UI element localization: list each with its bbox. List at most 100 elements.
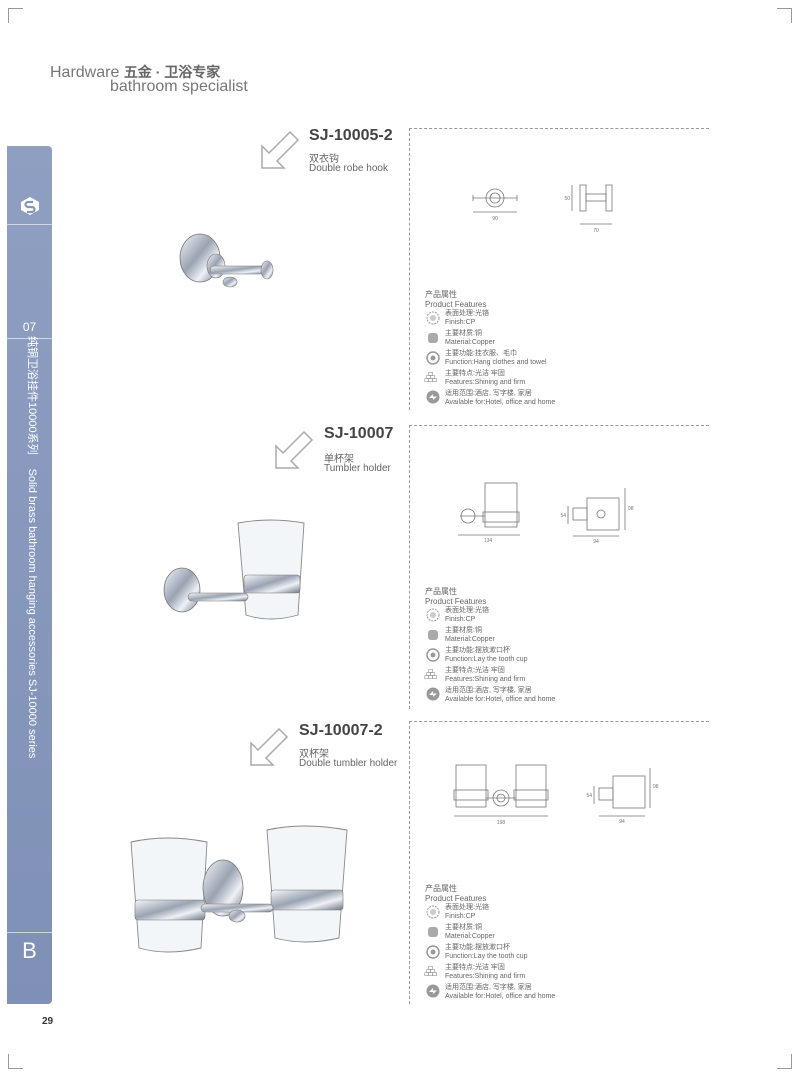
dimension-label: 98 xyxy=(653,784,659,790)
product-photo xyxy=(163,519,305,620)
crop-mark xyxy=(8,8,23,23)
divider-horizontal xyxy=(409,425,709,426)
feature-en: Available for:Hotel, office and home xyxy=(445,993,556,1000)
feature-en: Available for:Hotel, office and home xyxy=(445,399,556,406)
crop-mark xyxy=(777,1054,792,1069)
product-name-cn: 单杯架 xyxy=(324,454,354,465)
product-name-cn: 双衣钩 xyxy=(309,154,339,165)
product-name-en: Tumbler holder xyxy=(324,463,391,474)
feature-en: Material:Copper xyxy=(445,933,495,940)
feature-en: Available for:Hotel, office and home xyxy=(445,696,556,703)
dimension-label: 50 xyxy=(564,196,570,202)
header-line-2: bathroom specialist xyxy=(110,78,248,95)
band-divider xyxy=(7,932,52,933)
finish-icon xyxy=(426,608,440,622)
feature-item: 适用范围:酒店, 写字楼, 家居 Available for:Hotel, off… xyxy=(445,983,555,1001)
function-icon xyxy=(426,945,440,959)
header-line-1: Hardware 五金 · 卫浴专家 xyxy=(50,62,220,82)
product-photo xyxy=(179,233,274,288)
feature-en: Finish:CP xyxy=(445,913,476,920)
arrow-icon xyxy=(275,430,314,469)
features-title-en: Product Features xyxy=(425,597,487,606)
dimension-label: 70 xyxy=(593,228,599,234)
feature-cn: 主要特点:光洁 牢固 xyxy=(445,964,505,971)
material-icon xyxy=(428,630,438,640)
feature-item: 主要材质:铜 Material:Copper xyxy=(445,329,495,347)
divider-horizontal xyxy=(409,721,709,722)
feature-cn: 主要材质:铜 xyxy=(445,627,482,634)
product-name-cn: 双杯架 xyxy=(299,749,329,760)
feature-cn: 主要材质:铜 xyxy=(445,924,482,931)
divider-vertical xyxy=(409,721,410,1004)
feature-en: Finish:CP xyxy=(445,616,476,623)
series-title-cn: 纯铜卫浴挂件10000系列 xyxy=(26,336,38,455)
feature-en: Features:Shining and firm xyxy=(445,973,526,980)
header-en: Hardware xyxy=(50,64,120,81)
feature-en: Finish:CP xyxy=(445,319,476,326)
product-name-en: Double tumbler holder xyxy=(299,758,398,769)
arrow-icon xyxy=(261,130,300,169)
technical-drawing: 198 54 94 98 xyxy=(453,764,659,826)
feature-cn: 表面处理:光铬 xyxy=(445,607,489,614)
dimension-label: 98 xyxy=(628,506,634,512)
product-code: SJ-10005-2 xyxy=(309,127,393,144)
product-name-en: Double robe hook xyxy=(309,163,388,174)
feature-item: 主要特点:光洁 牢固 Features:Shining and firm xyxy=(445,666,525,684)
feature-cn: 主要功能:摆放漱口杯 xyxy=(445,647,510,654)
function-icon xyxy=(426,351,440,365)
page-number: 29 xyxy=(42,1016,54,1027)
feature-item: 主要功能:挂衣服、毛巾 Function:Hang clothes and tow… xyxy=(445,349,547,367)
feature-item: 表面处理:光铬 Finish:CP xyxy=(445,309,489,327)
feature-item: 主要特点:光洁 牢固 Features:Shining and firm xyxy=(445,369,525,387)
header-cn: 五金 · 卫浴专家 xyxy=(123,64,221,80)
series-title-en: Solid brass bathroom hanging accessories… xyxy=(26,468,38,759)
feature-cn: 适用范围:酒店, 写字楼, 家居 xyxy=(445,390,532,397)
feature-en: Function:Hang clothes and towel xyxy=(445,359,547,366)
features-title-cn: 产品属性 xyxy=(425,290,457,299)
features-icon xyxy=(424,372,437,382)
feature-cn: 主要特点:光洁 牢固 xyxy=(445,370,505,377)
function-icon xyxy=(426,648,440,662)
band-divider xyxy=(7,224,52,225)
features-title-cn: 产品属性 xyxy=(425,884,457,893)
available-icon xyxy=(426,984,440,998)
feature-en: Material:Copper xyxy=(445,339,495,346)
feature-cn: 表面处理:光铬 xyxy=(445,310,489,317)
features-icon xyxy=(424,669,437,679)
features-title-en: Product Features xyxy=(425,894,487,903)
feature-en: Features:Shining and firm xyxy=(445,676,526,683)
page-code: 07 xyxy=(22,320,37,334)
dimension-label: 94 xyxy=(619,819,625,825)
series-title: 纯铜卫浴挂件10000系列 Solid brass bathroom hangin… xyxy=(25,336,41,758)
section-letter: B xyxy=(22,938,37,963)
side-band: 07 纯铜卫浴挂件10000系列 Solid brass bathroom han… xyxy=(7,146,52,1004)
dimension-label: 54 xyxy=(560,513,566,519)
brand-logo-icon xyxy=(21,197,39,215)
feature-en: Function:Lay the tooth cup xyxy=(445,953,528,960)
feature-cn: 表面处理:光铬 xyxy=(445,904,489,911)
crop-mark xyxy=(777,8,792,23)
material-icon xyxy=(428,927,438,937)
feature-cn: 主要功能:摆放漱口杯 xyxy=(445,944,510,951)
feature-en: Features:Shining and firm xyxy=(445,379,526,386)
feature-item: 表面处理:光铬 Finish:CP xyxy=(445,606,489,624)
dimension-label: 90 xyxy=(492,216,498,222)
feature-item: 表面处理:光铬 Finish:CP xyxy=(445,903,489,921)
feature-cn: 主要特点:光洁 牢固 xyxy=(445,667,505,674)
crop-mark xyxy=(8,1054,23,1069)
feature-cn: 主要材质:铜 xyxy=(445,330,482,337)
band-divider xyxy=(7,338,52,339)
technical-drawing: 134 54 94 98 xyxy=(458,482,634,545)
dimension-label: 134 xyxy=(484,538,493,544)
feature-item: 主要功能:摆放漱口杯 Function:Lay the tooth cup xyxy=(445,943,528,961)
product-code: SJ-10007 xyxy=(324,425,394,442)
divider-vertical xyxy=(409,128,410,410)
feature-item: 适用范围:酒店, 写字楼, 家居 Available for:Hotel, off… xyxy=(445,389,555,407)
feature-cn: 主要功能:挂衣服、毛巾 xyxy=(445,350,517,357)
feature-cn: 适用范围:酒店, 写字楼, 家居 xyxy=(445,984,532,991)
